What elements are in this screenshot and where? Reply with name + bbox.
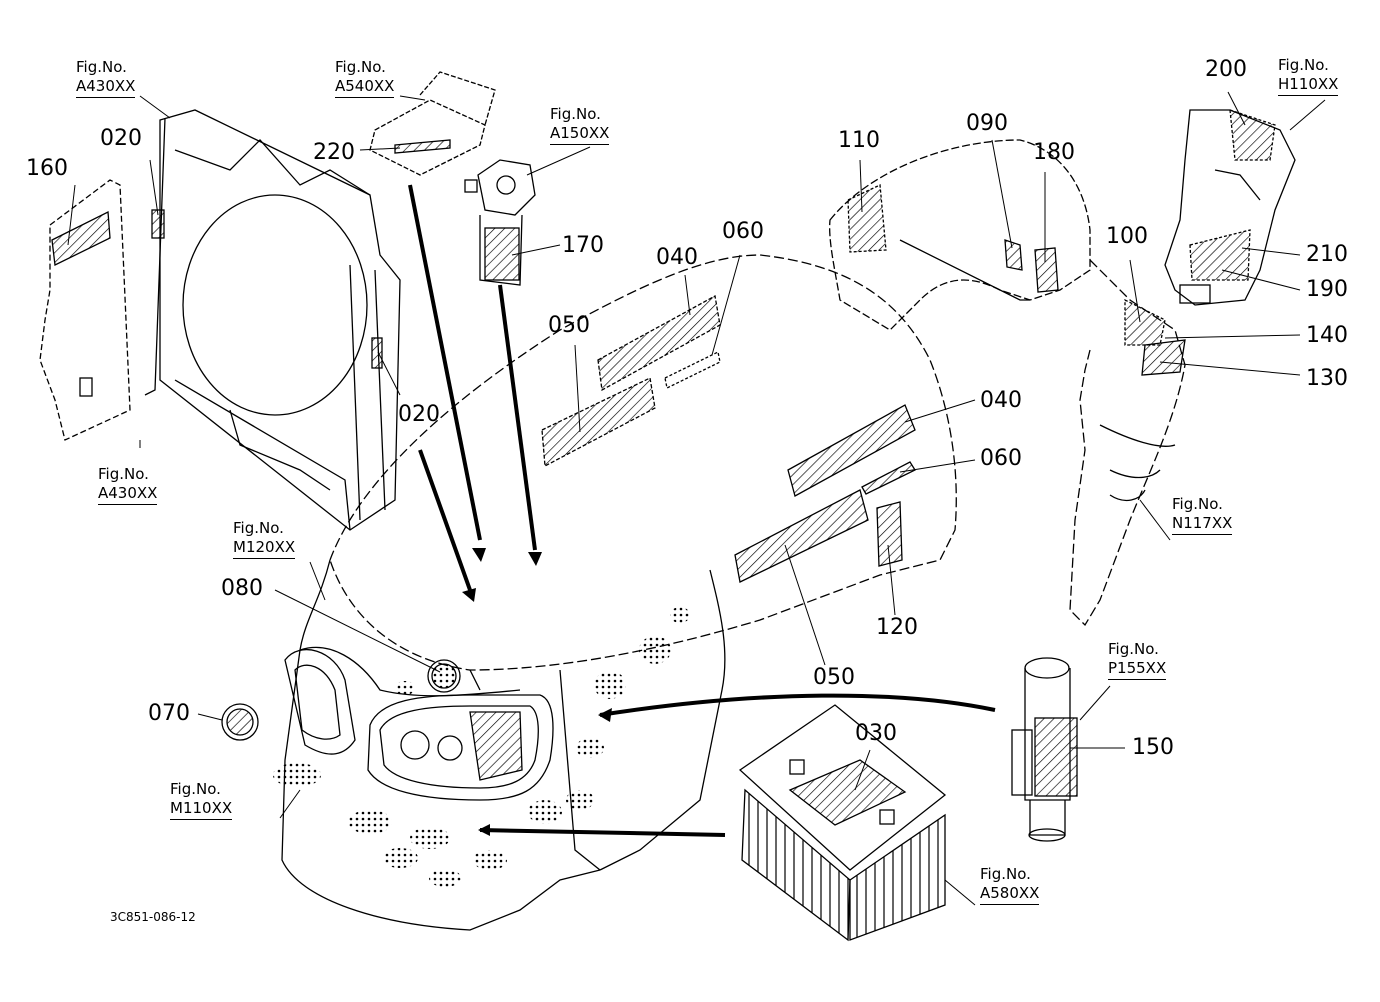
callout-180: 180	[1033, 140, 1075, 165]
figref-h110: Fig.No. H110XX	[1278, 56, 1339, 96]
drawing-code: 3C851-086-12	[110, 910, 196, 924]
callout-020-top: 020	[100, 126, 142, 151]
hood-outline	[281, 254, 957, 931]
figref-m120: Fig.No. M120XX	[233, 519, 296, 559]
cap-080	[431, 663, 457, 689]
figref-m110: Fig.No. M110XX	[170, 780, 233, 820]
fuel-filter	[464, 159, 536, 286]
figref-n117: Fig.No. N117XX	[1172, 495, 1233, 535]
callout-100: 100	[1106, 224, 1148, 249]
arrows	[408, 184, 996, 837]
figref-title: Fig.No.	[1172, 495, 1223, 513]
figref-title: Fig.No.	[76, 58, 127, 76]
callout-210: 210	[1306, 242, 1348, 267]
figref-title: Fig.No.	[233, 519, 284, 537]
hood-grilles	[273, 607, 690, 887]
figref-code: A430XX	[98, 484, 158, 505]
figref-code: A150XX	[550, 124, 610, 145]
callout-040-top: 040	[656, 245, 698, 270]
callout-080: 080	[221, 576, 263, 601]
callout-160: 160	[26, 156, 68, 181]
figref-code: A540XX	[335, 77, 395, 98]
emblem-070	[221, 703, 259, 741]
figref-title: Fig.No.	[1108, 640, 1159, 658]
callout-140: 140	[1306, 323, 1348, 348]
callout-020-right: 020	[398, 402, 440, 427]
figref-title: Fig.No.	[550, 105, 601, 123]
cab-panel	[829, 139, 1091, 331]
side-panel	[39, 179, 131, 441]
callout-050-top: 050	[548, 313, 590, 338]
figref-code: M120XX	[233, 538, 296, 559]
callout-060-right: 060	[980, 446, 1022, 471]
radiator	[144, 109, 401, 531]
callout-060-top: 060	[722, 219, 764, 244]
figref-code: P155XX	[1108, 659, 1167, 680]
hood-decals	[541, 294, 916, 583]
callout-070: 070	[148, 701, 190, 726]
callout-170: 170	[562, 233, 604, 258]
callout-110: 110	[838, 128, 880, 153]
callout-150: 150	[1132, 735, 1174, 760]
figref-a540: Fig.No. A540XX	[335, 58, 395, 98]
battery	[738, 704, 947, 942]
figref-title: Fig.No.	[1278, 56, 1329, 74]
figref-code: N117XX	[1172, 514, 1233, 535]
callout-120: 120	[876, 615, 918, 640]
callout-090: 090	[966, 111, 1008, 136]
figref-title: Fig.No.	[980, 865, 1031, 883]
fender-box	[1164, 109, 1296, 306]
figref-a150: Fig.No. A150XX	[550, 105, 610, 145]
figref-code: H110XX	[1278, 75, 1339, 96]
figref-code: A430XX	[76, 77, 136, 98]
figref-title: Fig.No.	[335, 58, 386, 76]
callout-040-right: 040	[980, 388, 1022, 413]
callout-050-bottom: 050	[813, 665, 855, 690]
figref-code: M110XX	[170, 799, 233, 820]
figref-a580: Fig.No. A580XX	[980, 865, 1040, 905]
figref-title: Fig.No.	[170, 780, 221, 798]
figref-a430-bottom: Fig.No. A430XX	[98, 465, 158, 505]
figref-a430-top: Fig.No. A430XX	[76, 58, 136, 98]
figref-code: A580XX	[980, 884, 1040, 905]
callout-190: 190	[1306, 277, 1348, 302]
connector-150	[1011, 657, 1078, 842]
rear-fender	[1069, 259, 1186, 627]
figref-p155: Fig.No. P155XX	[1108, 640, 1167, 680]
leader-lines	[67, 91, 1326, 906]
headlight	[284, 649, 554, 801]
callout-130: 130	[1306, 366, 1348, 391]
callout-030: 030	[855, 721, 897, 746]
callout-200: 200	[1205, 57, 1247, 82]
figref-title: Fig.No.	[98, 465, 149, 483]
callout-220: 220	[313, 140, 355, 165]
